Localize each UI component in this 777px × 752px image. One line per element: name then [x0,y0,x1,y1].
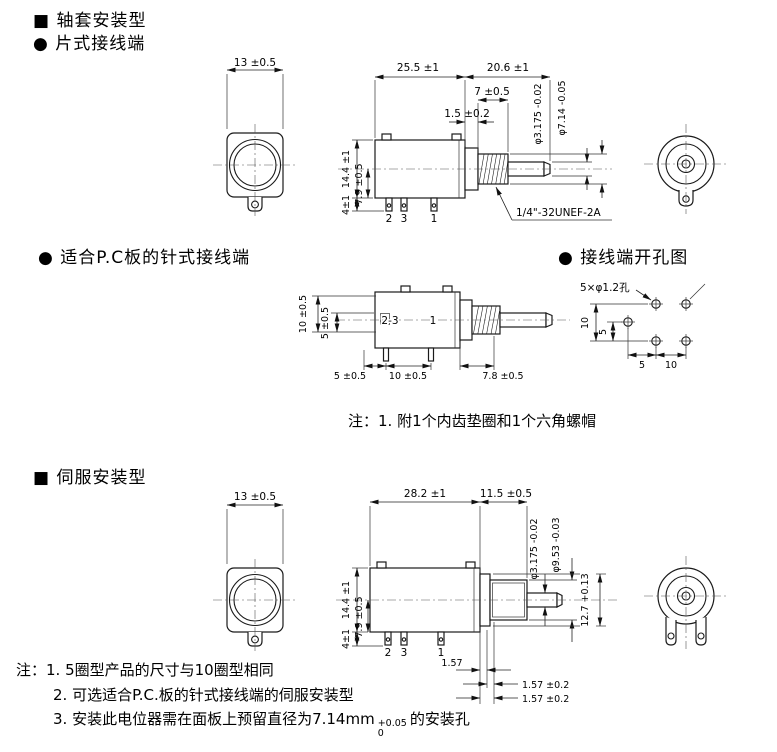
heading-chip-terminal: ● 片式接线端 [33,34,146,54]
note-3-suffix: 的安装孔 [409,710,470,728]
dim-collar: 1.5 ±0.2 [444,108,490,120]
terminal-3-label: 3 [401,213,408,225]
pc-pin-drawing: 2-3 1 10 ±0.5 5 ±0.5 5 ±0.5 10 ±0.5 7.8 … [298,285,570,382]
dim-servo-pin-length: 4±1 [341,629,352,649]
servo-mount-drawing: 13 ±0.5 [212,488,728,705]
dim-servo-bushing-length: 11.5 ±0.5 [480,488,532,500]
dim-center-height: 7.9 ±0.5 [354,163,365,204]
dim-pin-offset: 5 ±0.5 [334,371,366,382]
servo-rear-view [644,556,728,649]
pc-pins [382,347,435,362]
dim-servo-flange-diameter: 12.7 +0.13 [580,573,591,626]
bushing-front-view: 13 ±0.5 [212,57,298,217]
note-washer-nut: 注：1. 附1个内齿垫圈和1个六角螺帽 [348,412,597,430]
thread-spec-label: 1/4"-32UNEF-2A [516,207,602,219]
bushing-rear-view [644,124,728,214]
dim-pin-pitch: 10 ±0.5 [389,371,427,382]
dim-overall-length: 20.6 ±1 [487,62,529,74]
dim-servo-body-height: 14.4 ±1 [341,581,352,619]
dim-servo-157a: 1.57 ±0.2 [522,680,569,691]
note-2: 2. 可选适合P.C.板的针式接线端的伺服安装型 [53,686,354,704]
dim-servo-shaft-diameter: φ3.175 -0.02 [529,518,540,579]
chip-terminals [385,197,438,212]
note-3-text: 3. 安装此电位器需在面板上预留直径为7.14mm [53,710,375,728]
dim-body-length: 25.5 ±1 [397,62,439,74]
dim-shaft-diameter: φ3.175 -0.02 [533,83,544,144]
servo-terminal-1-label: 1 [438,647,445,659]
servo-terminal-3-label: 3 [401,647,408,659]
dim-body-height: 14.4 ±1 [341,150,352,188]
heading-pc-pin-terminal: ● 适合P.C板的针式接线端 [38,248,251,268]
dim-bushing-diameter: φ7.14 -0.05 [557,80,568,135]
hole-callout: 5×φ1.2孔 [580,281,630,294]
dim-servo-boss-diameter: φ9.53 -0.03 [551,517,562,572]
dim-servo-157: 1.57 [441,658,462,669]
note-3-tol-upper: +0.05 [377,718,407,729]
dim-pc-10: 10 ±0.5 [298,295,309,333]
terminal-1-label: 1 [431,213,438,225]
heading-servo-mount: ■ 伺服安装型 [33,468,147,488]
servo-side-view: 28.2 ±1 11.5 ±0.5 14.4 ±1 4±1 7.9 ±0.5 φ… [336,488,618,705]
dim-hole-h5: 5 [639,360,645,371]
pin-1-label: 1 [430,315,437,327]
servo-front-view: 13 ±0.5 [212,491,298,652]
servo-terminals [384,631,445,646]
bushing-side-view: 25.5 ±1 20.6 ±1 7 ±0.5 1.5 ±0.2 14.4 ±1 … [338,62,612,225]
dim-servo-center-height: 7.9 ±0.5 [354,596,365,637]
dim-thread-length: 7 ±0.5 [474,86,510,98]
terminal-2-label: 2 [386,213,393,225]
dim-pin-length: 4±1 [341,195,352,215]
heading-terminal-holes: ● 接线端开孔图 [558,248,689,268]
bushing-mount-drawing: 13 ±0.5 [212,57,728,225]
dim-servo-body-length: 28.2 ±1 [404,488,446,500]
servo-terminal-2-label: 2 [385,647,392,659]
dim-pc-5: 5 ±0.5 [320,307,331,339]
dim-servo-front-width: 13 ±0.5 [234,491,276,503]
pins-2-3-label: 2-3 [381,315,398,327]
dim-bushing-78: 7.8 ±0.5 [482,371,523,382]
note-3-tol-lower: 0 [377,727,384,739]
hole-pattern-drawing: 5×φ1.2孔 10 5 [580,281,706,371]
dim-front-width: 13 ±0.5 [234,57,276,69]
heading-bushing-mount: ■ 轴套安装型 [33,11,147,31]
note-1: 注：1. 5圈型产品的尺寸与10圈型相同 [16,661,274,679]
dim-hole-h10: 10 [665,360,677,371]
holes [621,297,693,348]
dim-hole-v10: 10 [580,317,591,329]
dim-servo-157b: 1.57 ±0.2 [522,694,569,705]
dim-hole-v5: 5 [598,329,609,335]
